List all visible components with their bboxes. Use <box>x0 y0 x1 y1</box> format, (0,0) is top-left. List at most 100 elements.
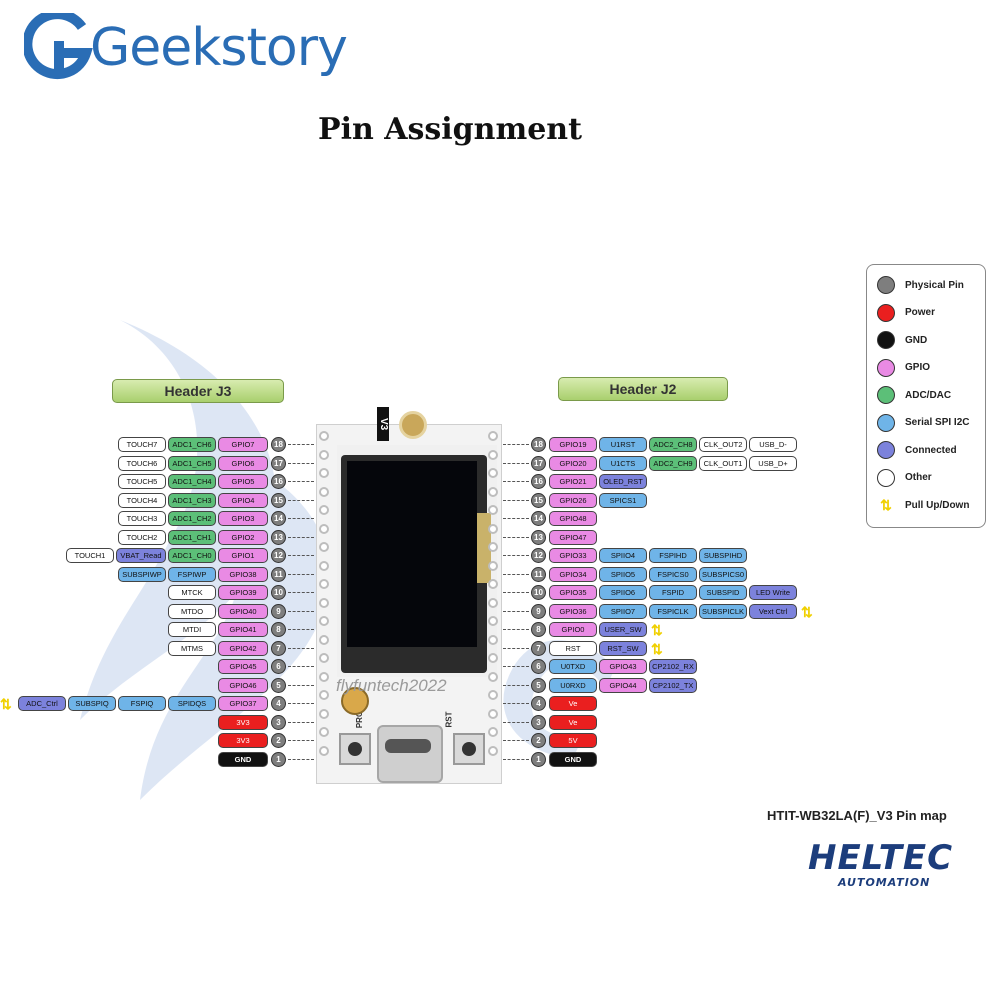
legend-item-serial-spi-i2c: Serial SPI I2C <box>877 413 969 433</box>
pin-leader-j2-2 <box>503 740 529 741</box>
pin-leader-j2-14 <box>503 518 529 519</box>
pin-hole <box>319 431 329 441</box>
legend-label: Pull Up/Down <box>905 499 970 511</box>
pin-label-fspics0: FSPICS0 <box>649 566 697 582</box>
pin-hole <box>319 486 329 497</box>
pin-label-touch7: TOUCH7 <box>118 437 166 452</box>
pin-label-subspiq: SUBSPIQ <box>68 696 116 711</box>
pin-label-touch3: TOUCH3 <box>118 511 166 526</box>
pin-label-fspiq: FSPIQ <box>118 696 166 711</box>
pin-leader-j2-8 <box>503 629 529 630</box>
pin-number-j3-11: 11 <box>271 566 286 582</box>
legend-label: GPIO <box>905 362 931 373</box>
pin-number-j3-4: 4 <box>271 696 286 711</box>
pin-label-gpio5: GPIO5 <box>218 474 268 489</box>
pin-label-gpio33: GPIO33 <box>549 548 597 563</box>
pin-number-j3-1: 1 <box>271 751 286 767</box>
pin-label-gpio26: GPIO26 <box>549 492 597 508</box>
flex-cable <box>477 513 491 583</box>
pin-label-3v3: 3V3 <box>218 733 268 748</box>
pin-leader-j3-4 <box>288 703 314 704</box>
pin-leader-j2-4 <box>503 703 529 704</box>
pin-hole <box>488 690 498 700</box>
pin-number-j3-13: 13 <box>271 529 286 545</box>
pin-number-j2-9: 9 <box>531 603 546 619</box>
legend-item-physical-pin: Physical Pin <box>877 275 964 295</box>
pull-updown-icon: ⇅ <box>880 497 892 513</box>
pin-label-ve: Ve <box>549 714 597 730</box>
pin-hole <box>488 560 498 571</box>
pin-hole <box>319 708 329 719</box>
pin-label-gpio45: GPIO45 <box>218 659 268 674</box>
pin-label-led-write: LED Write <box>749 585 797 600</box>
pin-leader-j2-18 <box>503 444 529 445</box>
pin-hole <box>319 653 329 663</box>
pin-leader-j3-15 <box>288 499 314 501</box>
antenna-connector <box>399 411 427 439</box>
heltec-logo-sub: AUTOMATION <box>838 876 931 889</box>
pin-number-j2-4: 4 <box>531 696 546 711</box>
pull-updown-icon: ⇅ <box>801 603 813 620</box>
pin-leader-j2-1 <box>503 758 529 760</box>
pin-label-usb-d: USB_D+ <box>749 455 797 471</box>
pin-label-vbat-read: VBAT_Read <box>116 548 166 563</box>
legend-label: Connected <box>905 444 957 456</box>
pull-updown-icon: ⇅ <box>651 622 663 638</box>
pin-leader-j2-12 <box>503 555 529 556</box>
pin-label-gpio41: GPIO41 <box>218 622 268 637</box>
pin-label-ve: Ve <box>549 696 597 711</box>
pin-leader-j2-9 <box>503 610 529 612</box>
legend-item-pull-up-down: ⇅ Pull Up/Down <box>877 495 969 515</box>
legend-swatch-physical <box>877 276 895 294</box>
pin-hole <box>488 468 498 478</box>
pin-number-j2-16: 16 <box>531 474 546 489</box>
pin-label-touch1: TOUCH1 <box>66 548 114 563</box>
legend-item-other: Other <box>877 468 932 488</box>
brand-logo: Geekstory <box>22 8 348 88</box>
pin-hole <box>488 431 498 441</box>
pin-label-adc1-ch6: ADC1_CH6 <box>168 437 216 452</box>
pin-label-adc1-ch3: ADC1_CH3 <box>168 492 216 508</box>
page-title: Pin Assignment <box>318 112 582 147</box>
pin-leader-j3-3 <box>288 721 314 723</box>
pin-label-gpio39: GPIO39 <box>218 585 268 600</box>
oled-screen <box>347 461 477 647</box>
pin-leader-j2-16 <box>503 481 529 482</box>
pin-leader-j3-13 <box>288 536 314 538</box>
pin-label-u0txd: U0TXD <box>549 659 597 674</box>
pin-number-j2-17: 17 <box>531 455 546 471</box>
pull-updown-icon: ⇅ <box>0 696 12 712</box>
pin-leader-j2-11 <box>503 573 529 575</box>
pin-hole <box>319 671 329 682</box>
legend-label: Other <box>905 472 932 483</box>
pin-label-fspiwp: FSPIWP <box>168 566 216 582</box>
watermark-text: flyfuntech2022 <box>336 676 447 695</box>
pin-hole <box>488 671 498 682</box>
pin-number-j2-15: 15 <box>531 492 546 508</box>
pin-label-adc1-ch4: ADC1_CH4 <box>168 474 216 489</box>
pin-label-touch4: TOUCH4 <box>118 492 166 508</box>
pin-leader-j3-16 <box>288 481 314 482</box>
pin-hole <box>488 616 498 626</box>
pin-number-j2-1: 1 <box>531 751 546 767</box>
pin-hole <box>488 505 498 515</box>
pin-label-spidqs: SPIDQS <box>168 696 216 711</box>
prg-button[interactable] <box>339 733 371 765</box>
usb-c-opening <box>385 739 431 753</box>
pin-hole <box>319 560 329 571</box>
heltec-logo: HELTEC AUTOMATION <box>808 838 958 900</box>
pin-number-j3-7: 7 <box>271 640 286 656</box>
pin-label-3v3: 3V3 <box>218 714 268 730</box>
pin-label-rst-sw: RST_SW <box>599 640 647 656</box>
pin-leader-j3-9 <box>288 610 314 612</box>
pin-leader-j2-15 <box>503 499 529 501</box>
pin-leader-j3-11 <box>288 573 314 575</box>
pin-label-usb-d: USB_D- <box>749 437 797 452</box>
pin-label-gpio43: GPIO43 <box>599 659 647 674</box>
rst-button[interactable] <box>453 733 485 765</box>
pin-label-gpio19: GPIO19 <box>549 437 597 452</box>
pin-leader-j2-6 <box>503 666 529 667</box>
pin-hole <box>488 745 498 756</box>
pin-label-cp2102-rx: CP2102_RX <box>649 659 697 674</box>
pin-hole <box>319 616 329 626</box>
